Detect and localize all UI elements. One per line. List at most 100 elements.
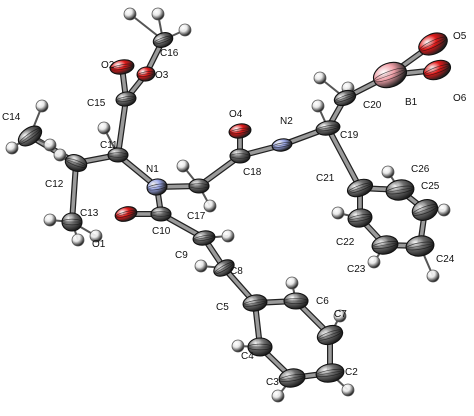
hydrogen-atom (437, 203, 451, 217)
atom-label-C11: C11 (100, 140, 118, 151)
hydrogen-atom (176, 159, 190, 173)
atom-C24 (405, 235, 435, 257)
hydrogen-atom (43, 213, 57, 227)
atom-label-O4: O4 (229, 109, 243, 120)
hydrogen-atom (178, 23, 192, 37)
bond-core-C12-C13 (70, 161, 78, 224)
hydrogen-atom (341, 383, 355, 397)
atom-label-C14: C14 (2, 112, 21, 123)
hydrogen-atom (194, 259, 208, 273)
hydrogen-atom (331, 206, 345, 220)
atom-B1 (372, 61, 408, 89)
label-layer: C16O2O3C15C11C14C12C13N1O1C10C9C8C5C6C7C… (2, 31, 467, 388)
atom-C19 (315, 120, 341, 136)
hydrogen-atom (97, 121, 111, 135)
hydrogen-atom (151, 7, 165, 21)
atom-C22 (347, 208, 373, 228)
hydrogen-atom (313, 71, 327, 85)
atom-label-C19: C19 (340, 130, 359, 141)
hydrogen-atom (285, 276, 299, 290)
bond-core-C15-C11 (116, 97, 128, 157)
atom-C23 (371, 235, 399, 255)
atom-O2 (109, 59, 135, 75)
atom-label-C5: C5 (216, 302, 229, 313)
atom-C21 (346, 178, 374, 198)
atom-label-C3: C3 (266, 377, 279, 388)
atom-label-N1: N1 (146, 164, 159, 175)
atom-C11 (107, 147, 129, 163)
atom-label-C6: C6 (316, 296, 329, 307)
hydrogen-atom (231, 339, 245, 353)
atom-label-C17: C17 (187, 211, 206, 222)
atom-O3 (136, 66, 156, 82)
bond-core-C19-C21 (326, 126, 362, 190)
hydrogen-atom (271, 389, 285, 403)
hydrogen-atom (221, 229, 235, 243)
atom-C10 (150, 206, 172, 222)
atom-C7 (316, 324, 344, 346)
atom-C17 (188, 178, 210, 194)
atom-C12 (64, 154, 88, 172)
hydrogen-atom (53, 148, 67, 162)
atom-C14 (17, 125, 43, 147)
atom-label-O2: O2 (101, 60, 115, 71)
atom-C2 (315, 363, 345, 383)
hydrogen-atom (311, 99, 325, 113)
atom-C25 (411, 199, 439, 221)
atom-C15 (115, 91, 137, 107)
hydrogen-atom (426, 269, 440, 283)
atom-label-C2: C2 (345, 367, 358, 378)
atom-C13 (61, 212, 83, 232)
atom-label-C24: C24 (436, 254, 455, 265)
atom-C3 (278, 368, 306, 388)
atom-layer (17, 32, 452, 388)
atom-C18 (229, 148, 251, 164)
atom-label-C20: C20 (363, 100, 382, 111)
hydrogen-atom (35, 99, 49, 113)
atom-C9 (192, 230, 216, 246)
hydrogen-atom (89, 229, 103, 243)
atom-C16 (152, 32, 174, 48)
atom-label-C22: C22 (336, 237, 355, 248)
hydrogen-atom (203, 199, 217, 213)
atom-label-O3: O3 (155, 70, 169, 81)
atom-label-C18: C18 (243, 167, 262, 178)
atom-label-C9: C9 (175, 250, 188, 261)
atom-C8 (213, 259, 235, 277)
atom-label-C15: C15 (87, 98, 106, 109)
atom-label-C16: C16 (160, 48, 179, 59)
atom-label-C21: C21 (316, 173, 335, 184)
hydrogen-atom (123, 7, 137, 21)
atom-label-C25: C25 (421, 181, 440, 192)
atom-label-C4: C4 (241, 351, 254, 362)
atom-label-C12: C12 (45, 179, 64, 190)
atom-O5 (418, 32, 448, 56)
hydrogen-atom (381, 165, 395, 179)
atom-label-O5: O5 (453, 31, 467, 42)
atom-O1 (114, 206, 138, 222)
atom-label-N2: N2 (280, 116, 293, 127)
atom-C20 (333, 89, 357, 107)
hydrogen-atom (5, 141, 19, 155)
atom-C26 (385, 179, 415, 201)
atom-N2 (271, 138, 293, 152)
atom-C4 (247, 337, 273, 357)
atom-N1 (146, 178, 168, 196)
atom-label-C26: C26 (411, 164, 430, 175)
atom-label-C23: C23 (347, 264, 366, 275)
atom-label-O1: O1 (92, 239, 106, 250)
atom-label-C10: C10 (152, 226, 171, 237)
atom-label-C7: C7 (334, 309, 347, 320)
atom-label-C8: C8 (230, 266, 243, 277)
atom-C6 (283, 292, 309, 310)
hydrogen-atom (43, 138, 57, 152)
atom-O4 (228, 123, 252, 139)
hydrogen-atom (71, 233, 85, 247)
atom-label-B1: B1 (405, 97, 418, 108)
atom-label-O6: O6 (453, 93, 467, 104)
atom-O6 (422, 59, 452, 81)
atom-C5 (242, 294, 268, 312)
atom-label-C13: C13 (80, 208, 99, 219)
